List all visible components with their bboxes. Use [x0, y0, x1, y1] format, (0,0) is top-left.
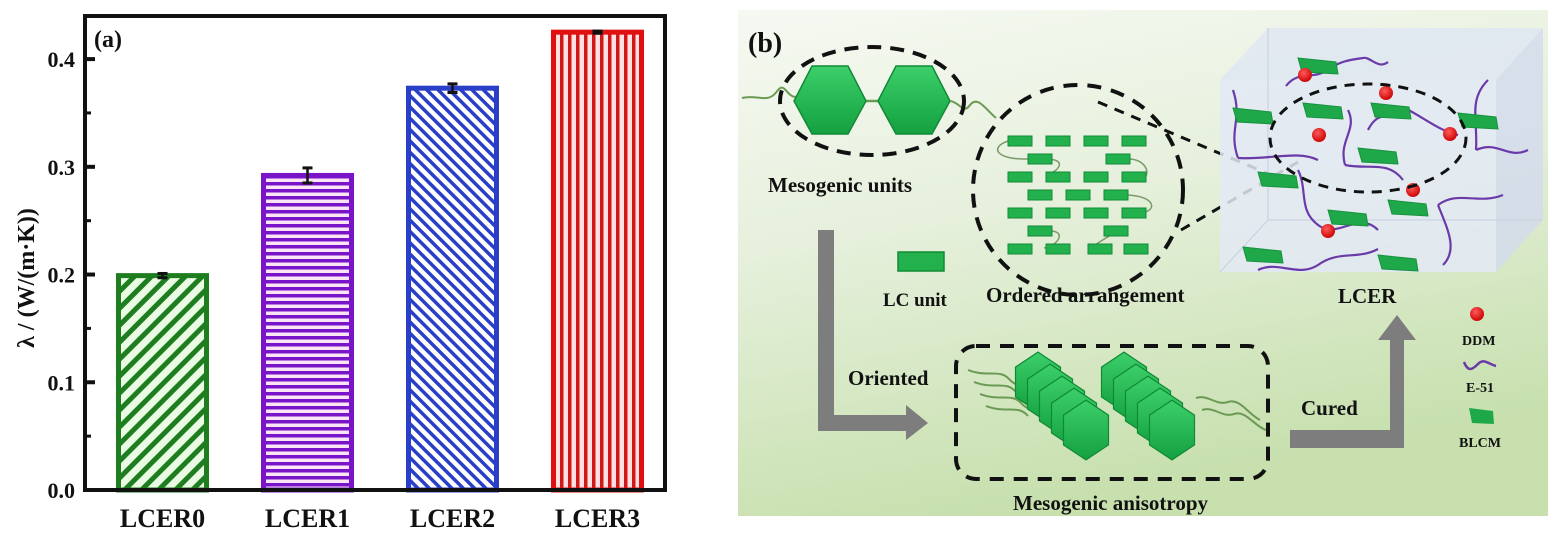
blcm-mesogen	[1302, 102, 1344, 120]
error-bar-lcer0	[157, 271, 168, 280]
e51-chain	[1257, 248, 1379, 272]
stacked-hexagon	[1148, 399, 1196, 461]
blcm-mesogen	[1327, 209, 1369, 227]
x-tick-label: LCER1	[265, 504, 350, 533]
lc-unit-rect	[1121, 171, 1147, 183]
y-axis-label: λ / (W/(m·K))	[14, 208, 40, 348]
label-lc-unit: LC unit	[883, 290, 948, 311]
lc-unit-rect	[1045, 135, 1071, 147]
e51-chain	[1436, 193, 1504, 266]
lc-unit-rect	[1083, 135, 1109, 147]
panel-label-b: (b)	[748, 28, 782, 59]
legend-label-e51: E-51	[1466, 381, 1494, 396]
linker-chains	[996, 140, 1153, 249]
lc-unit-rect	[1027, 225, 1053, 237]
ordered-arrangement-illustration	[971, 83, 1185, 297]
lc-unit-rect	[1045, 243, 1071, 255]
stacked-mesogens	[967, 351, 1267, 461]
lc-unit-rect	[1083, 207, 1109, 219]
lc-unit-rect	[1065, 189, 1091, 201]
blcm-legend-icon	[1469, 408, 1494, 424]
e51-legend-icon	[1462, 360, 1497, 371]
bar-lcer3	[551, 29, 644, 493]
lc-unit-rect	[1007, 243, 1033, 255]
y-tick-label: 0.1	[48, 370, 76, 395]
ddm-crosslink	[1379, 86, 1393, 100]
dashed-circle-ordered	[971, 83, 1185, 297]
error-bar-lcer3	[592, 29, 603, 35]
label-mesogenic-units: Mesogenic units	[768, 173, 912, 197]
label-ordered-arrangement: Ordered arrangement	[986, 283, 1184, 307]
lc-unit-rect	[1045, 207, 1071, 219]
lc-unit-rect	[1027, 153, 1053, 165]
lc-unit-rect	[1121, 135, 1147, 147]
schematic-panel-b: (b) Mesogenic units Ordered arrangement …	[738, 10, 1548, 516]
dashed-ellipse-network	[1268, 82, 1468, 194]
lc-unit-rect	[1027, 189, 1053, 201]
blcm-mesogen	[1370, 102, 1412, 120]
ddm-crosslink	[1321, 224, 1335, 238]
x-tick-label: LCER2	[410, 504, 495, 533]
legend-label-ddm: DDM	[1462, 334, 1495, 349]
lc-unit-rect	[1121, 207, 1147, 219]
ddm-crosslink	[1312, 128, 1326, 142]
x-tick-label: LCER3	[555, 504, 640, 533]
error-bar-lcer1	[302, 166, 313, 185]
blcm-mesogen	[1257, 171, 1299, 189]
lc-unit-rect	[1045, 171, 1071, 183]
lc-unit-icon	[897, 251, 945, 272]
blcm-mesogen	[1242, 246, 1284, 264]
ddm-crosslink	[1298, 68, 1312, 82]
lc-unit-rect	[1087, 243, 1113, 255]
label-cured: Cured	[1301, 396, 1358, 420]
hexagon-ring-right	[877, 65, 951, 135]
e51-chain	[1474, 79, 1529, 154]
y-tick-label: 0.0	[48, 478, 76, 503]
axes-frame	[83, 14, 667, 492]
label-oriented: Oriented	[848, 366, 929, 390]
oriented-arrow	[818, 230, 928, 440]
blcm-mesogen	[1357, 147, 1399, 165]
diagram-legend: DDM E-51 BLCM	[1459, 307, 1501, 451]
y-tick-label: 0.3	[48, 155, 76, 180]
ddm-crosslink	[1443, 127, 1457, 141]
label-lcer: LCER	[1338, 284, 1397, 308]
bar-lcer2	[406, 85, 499, 493]
cured-arrow	[1290, 315, 1416, 448]
bar-lcer0	[116, 273, 209, 493]
e51-chain	[1231, 89, 1319, 161]
panel-label-a: (a)	[94, 27, 122, 53]
lc-unit-rect	[1083, 171, 1109, 183]
lc-unit-rect	[1105, 153, 1131, 165]
blcm-mesogen	[1387, 199, 1429, 217]
label-mesogenic-anisotropy: Mesogenic anisotropy	[1013, 491, 1209, 515]
lc-unit-rect	[1007, 171, 1033, 183]
hexagon-ring-left	[793, 65, 867, 135]
lc-unit-rect	[1103, 225, 1129, 237]
blcm-mesogen	[1377, 254, 1419, 272]
x-tick-label: LCER0	[120, 504, 205, 533]
legend-label-blcm: BLCM	[1459, 436, 1501, 451]
dashed-ellipse-mesogen	[778, 45, 966, 157]
error-bar-lcer2	[447, 82, 458, 94]
dashed-box-anisotropy	[954, 344, 1270, 481]
mesogenic-unit-illustration	[741, 45, 997, 157]
bar-lcer1	[261, 172, 354, 493]
y-tick-label: 0.4	[48, 47, 76, 72]
lc-unit-rect	[1007, 135, 1033, 147]
e51-chain	[1342, 109, 1404, 181]
lc-unit-rect	[1007, 207, 1033, 219]
lc-unit-rect	[1103, 189, 1129, 201]
ddm-legend-icon	[1470, 307, 1484, 321]
lcer-network-cube	[1219, 28, 1543, 273]
y-tick-label: 0.2	[48, 263, 76, 288]
stacked-hexagon	[1062, 399, 1110, 461]
lc-unit-rect	[1123, 243, 1149, 255]
